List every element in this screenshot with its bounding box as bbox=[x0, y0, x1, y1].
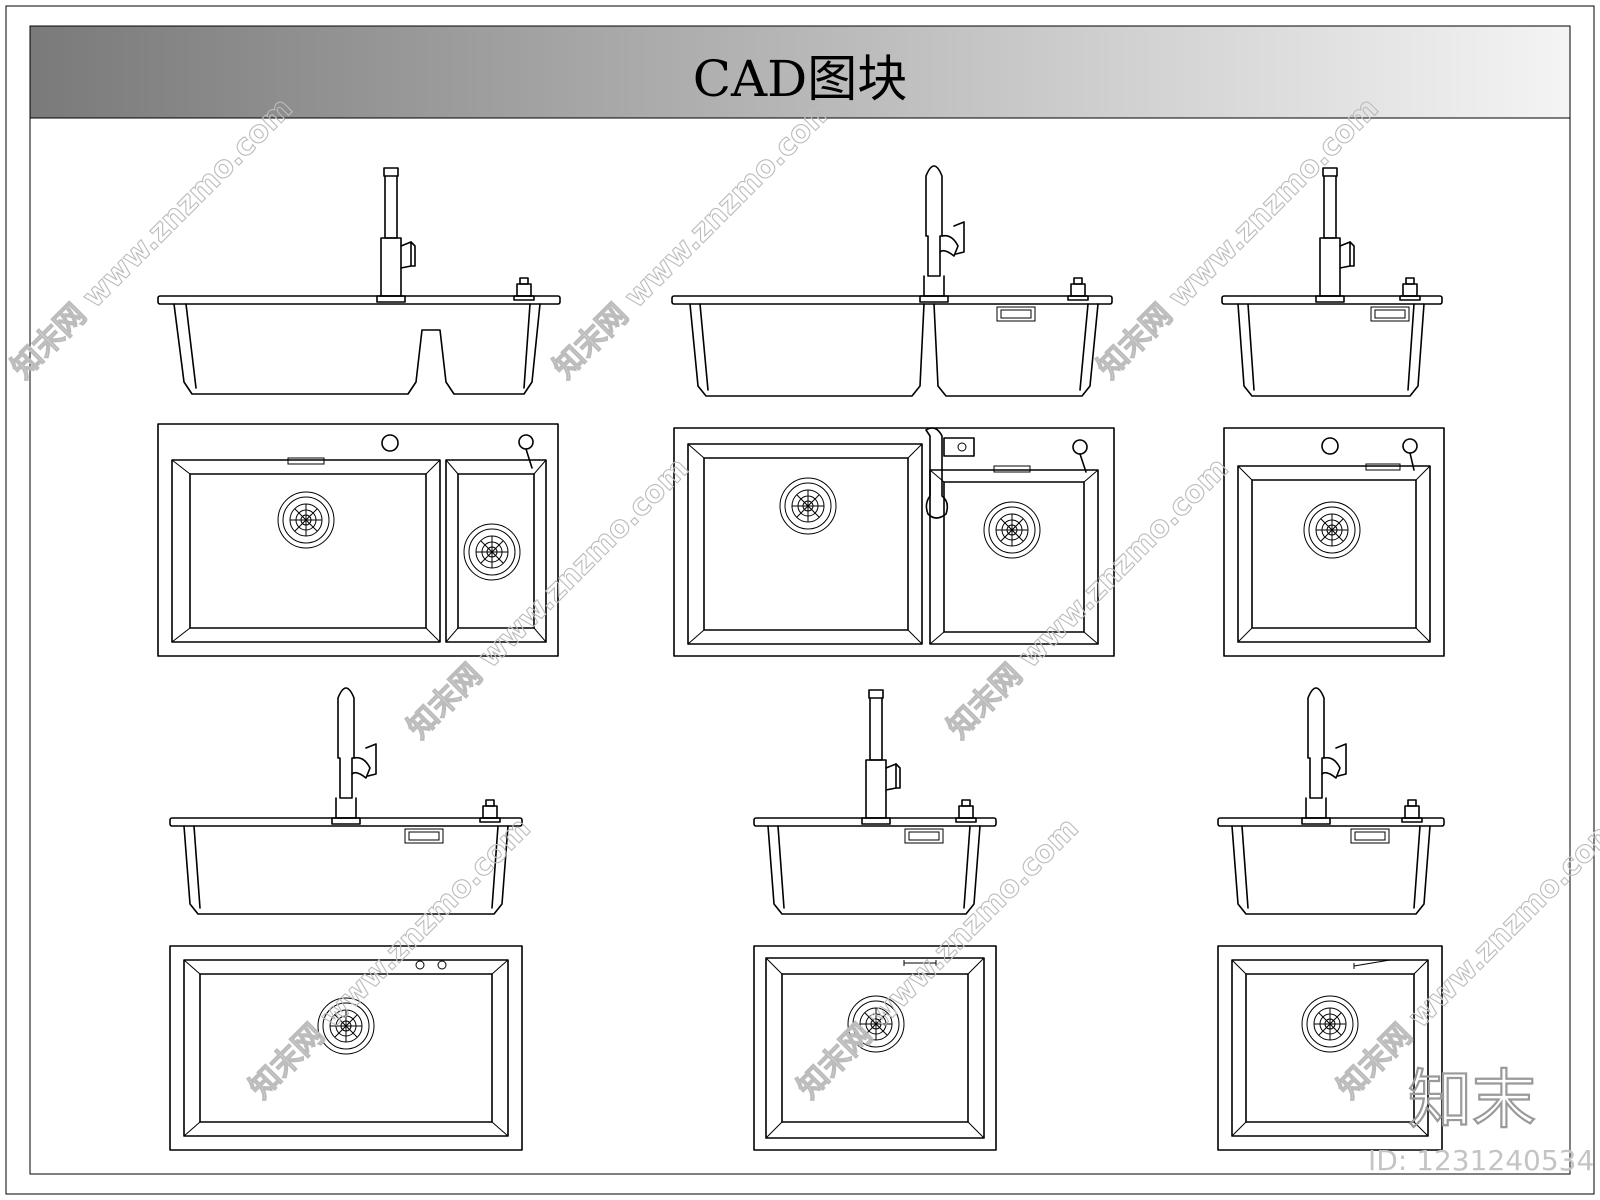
watermark-text: 知末网 bbox=[941, 657, 1029, 745]
sink-b-plan bbox=[673, 427, 1115, 657]
watermark-text: www.znzmo.com bbox=[1012, 451, 1236, 675]
inner-frame bbox=[29, 25, 1571, 1175]
watermark-text: www.znzmo.com bbox=[76, 91, 300, 315]
watermark-text: 知末网 bbox=[401, 657, 489, 745]
watermark-text: www.znzmo.com bbox=[1162, 91, 1386, 315]
brand-logo: 知末 bbox=[1408, 1064, 1536, 1138]
sink-a-plan bbox=[157, 423, 559, 657]
sink-c-elevation bbox=[1221, 167, 1443, 397]
sink-f-plan bbox=[1217, 945, 1443, 1151]
sink-c-plan bbox=[1223, 427, 1445, 657]
sink-a-elevation bbox=[157, 167, 561, 395]
image-id-label: ID: 1231240534 bbox=[1368, 1144, 1594, 1177]
watermark-text: www.znzmo.com bbox=[618, 91, 842, 315]
watermark-text: www.znzmo.com bbox=[862, 811, 1086, 1035]
page-title: CAD图块 bbox=[693, 50, 907, 108]
sink-e-plan bbox=[753, 945, 997, 1151]
sink-d-plan bbox=[169, 945, 523, 1151]
outer-frame bbox=[5, 5, 1595, 1195]
watermark-text: www.znzmo.com bbox=[314, 811, 538, 1035]
watermark-text: 知末网 bbox=[243, 1017, 331, 1105]
sink-b-elevation bbox=[671, 165, 1113, 397]
sink-f-elevation bbox=[1217, 687, 1445, 915]
watermark-text: 知末网 bbox=[5, 297, 93, 385]
header-band bbox=[29, 25, 1571, 119]
sink-d-elevation bbox=[169, 687, 523, 915]
watermark-text: 知末网 bbox=[791, 1017, 879, 1105]
watermark-text: www.znzmo.com bbox=[472, 451, 696, 675]
watermark-layer: 知末网 www.znzmo.com 知末网 www.znzmo.com 知末网 … bbox=[4, 90, 1600, 1106]
watermark-text: 知末网 bbox=[547, 297, 635, 385]
sink-e-elevation bbox=[753, 689, 997, 915]
watermark-text: 知末网 bbox=[1091, 297, 1179, 385]
